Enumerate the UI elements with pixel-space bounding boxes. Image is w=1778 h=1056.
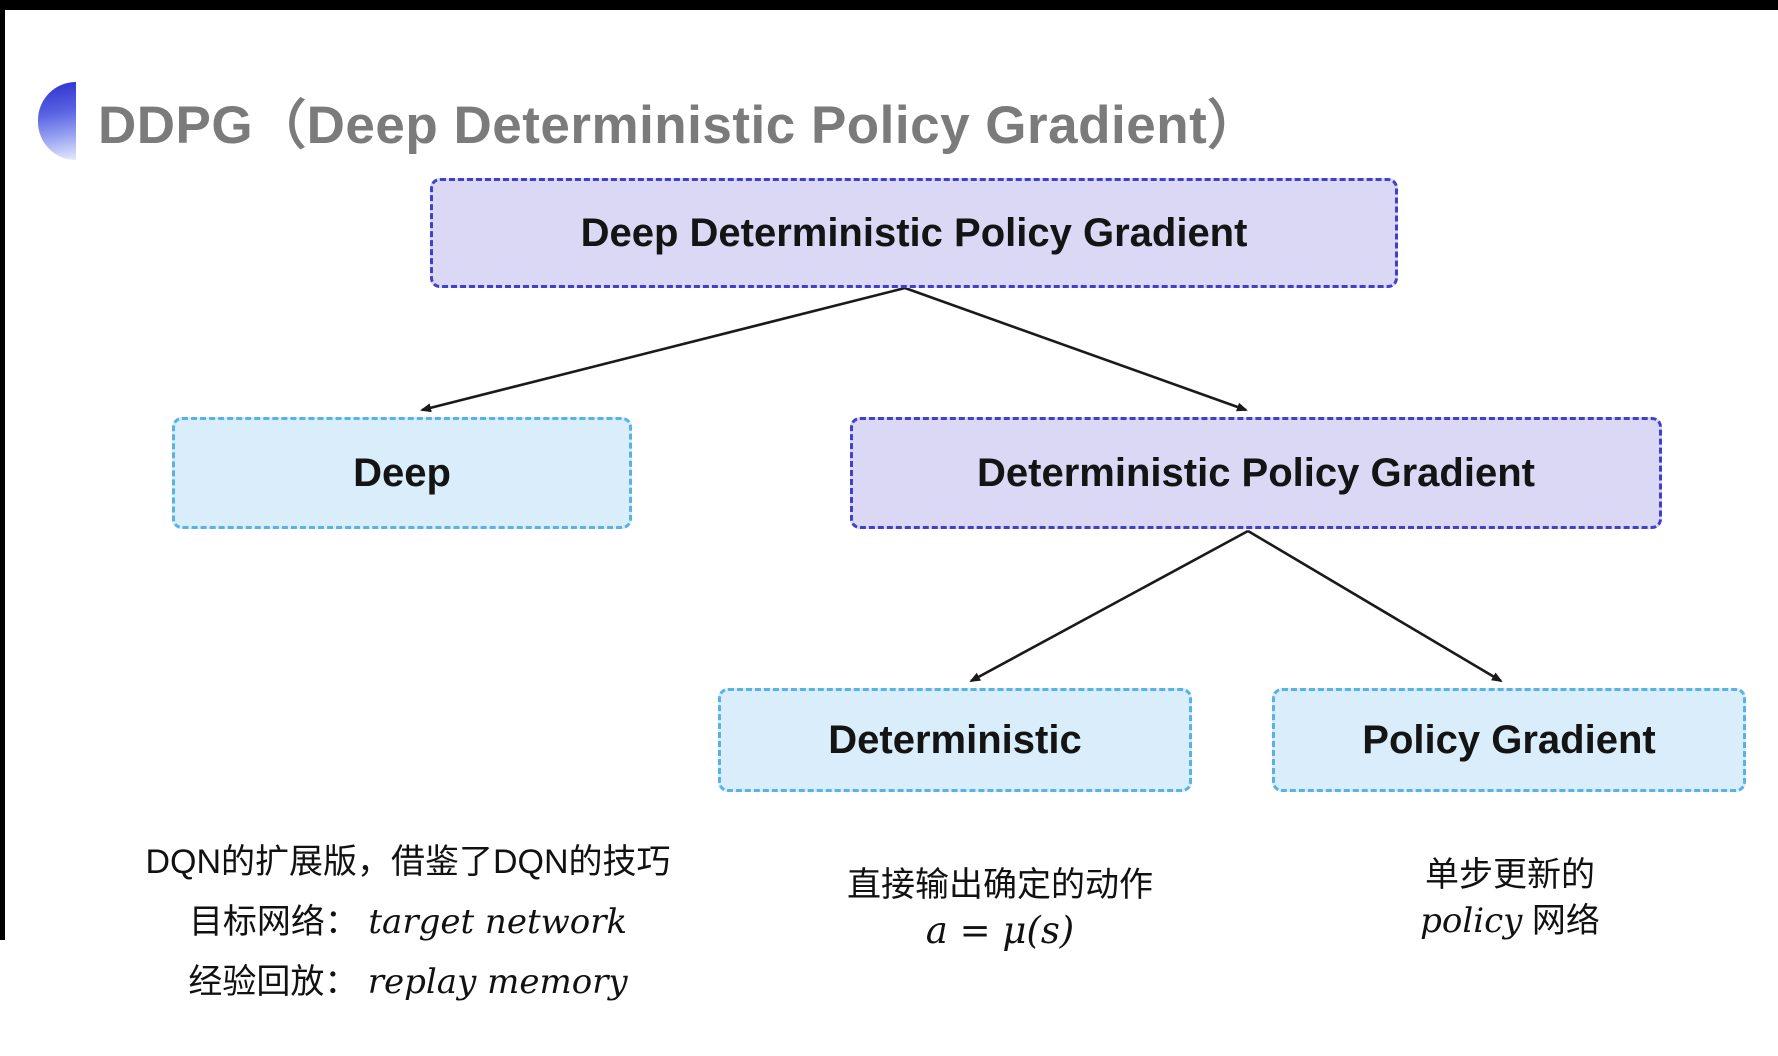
node-policy-gradient: Policy Gradient	[1272, 688, 1746, 792]
node-deterministic-policy-gradient: Deterministic Policy Gradient	[850, 417, 1662, 529]
arrow-dpg-to-deterministic	[969, 529, 1249, 683]
deterministic-policy-formula: a = μ(s)	[925, 909, 1075, 952]
note-deep-column: DQN的扩展版，借鉴了DQN的技巧 目标网络： target network 经…	[118, 832, 698, 1012]
replay-memory-label: 经验回放：	[188, 963, 359, 1001]
note-deep-line3: 经验回放： replay memory	[118, 952, 698, 1012]
title-bullet-icon	[38, 82, 76, 160]
target-network-value: target network	[368, 902, 628, 942]
note-deep-line1: DQN的扩展版，借鉴了DQN的技巧	[145, 843, 671, 881]
policy-word: policy	[1420, 901, 1523, 941]
node-deterministic: Deterministic	[718, 688, 1192, 792]
title-row: DDPG（Deep Deterministic Policy Gradient）	[38, 82, 1261, 160]
arrow-root-to-deep	[420, 286, 906, 413]
node-label: Deep	[353, 450, 451, 495]
node-label: Deep Deterministic Policy Gradient	[580, 210, 1248, 255]
top-letterbox-bar	[0, 0, 1778, 10]
note-policy-gradient-line2: policy 网络	[1280, 898, 1740, 944]
node-deep: Deep	[172, 417, 632, 529]
note-policy-gradient-line1: 单步更新的	[1425, 856, 1595, 894]
left-edge-line	[0, 0, 5, 940]
node-deep-deterministic-policy-gradient: Deep Deterministic Policy Gradient	[430, 178, 1398, 288]
node-label: Deterministic Policy Gradient	[977, 450, 1535, 495]
network-word: 网络	[1531, 902, 1600, 940]
note-deterministic-column: 直接输出确定的动作 a = μ(s)	[760, 862, 1240, 954]
node-label: Policy Gradient	[1362, 717, 1656, 762]
arrow-root-to-dpg	[904, 286, 1248, 412]
node-label: Deterministic	[828, 717, 1082, 762]
page-title: DDPG（Deep Deterministic Policy Gradient）	[98, 96, 1261, 155]
note-policy-gradient-column: 单步更新的 policy 网络	[1280, 852, 1740, 944]
note-deterministic-line1: 直接输出确定的动作	[847, 866, 1153, 904]
note-deep-line2: 目标网络： target network	[118, 892, 698, 952]
replay-memory-value: replay memory	[367, 962, 628, 1002]
target-network-label: 目标网络：	[188, 903, 359, 941]
arrow-dpg-to-policy-gradient	[1247, 529, 1503, 683]
